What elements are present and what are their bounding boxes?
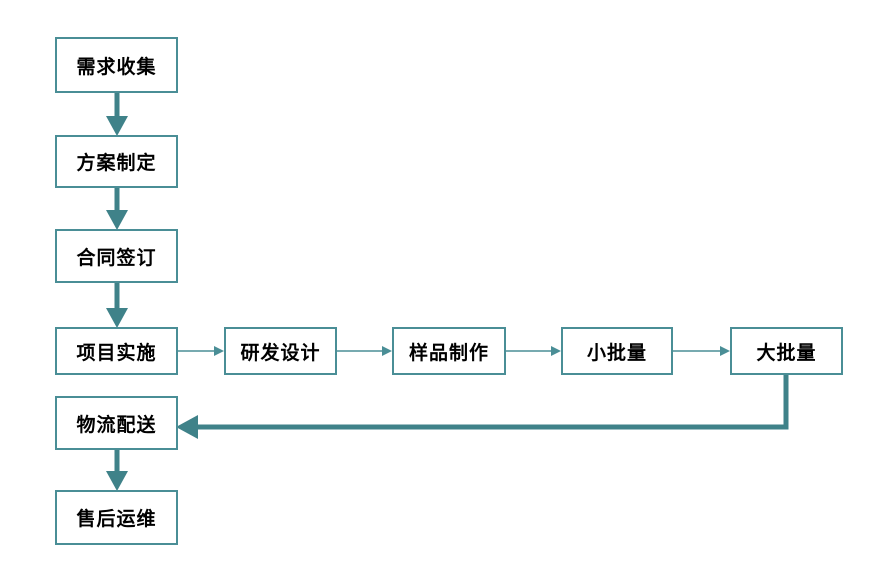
node-label: 小批量 — [586, 342, 647, 364]
node-requirements-gathering[interactable]: 需求收集 — [55, 37, 178, 93]
node-contract-signing[interactable]: 合同签订 — [55, 229, 178, 283]
edge-implementation-to-rnd — [178, 346, 224, 356]
edge-contract-to-implementation — [106, 283, 128, 328]
node-label: 售后运维 — [76, 509, 157, 530]
node-label: 需求收集 — [76, 56, 157, 78]
edge-requirements-to-plan — [106, 93, 128, 136]
edge-rnd-to-sample — [337, 346, 392, 356]
node-label: 项目实施 — [76, 342, 157, 364]
node-small-batch[interactable]: 小批量 — [561, 327, 673, 375]
node-label: 研发设计 — [240, 342, 321, 364]
node-logistics-delivery[interactable]: 物流配送 — [55, 396, 178, 450]
node-project-implementation[interactable]: 项目实施 — [55, 327, 178, 375]
node-rnd-design[interactable]: 研发设计 — [224, 327, 337, 375]
edge-logistics-to-aftersales — [106, 450, 128, 491]
node-plan-formulation[interactable]: 方案制定 — [55, 135, 178, 188]
node-label: 合同签订 — [76, 247, 157, 269]
edge-plan-to-contract — [106, 188, 128, 230]
node-label: 物流配送 — [76, 414, 157, 436]
edge-mass-production-to-logistics — [176, 375, 789, 439]
edge-sample-to-small-batch — [506, 346, 561, 356]
node-aftersales-maintenance[interactable]: 售后运维 — [55, 490, 178, 545]
node-label: 大批量 — [756, 342, 817, 364]
node-label: 方案制定 — [76, 153, 157, 174]
edge-small-batch-to-mass-production — [673, 346, 730, 356]
node-label: 样品制作 — [408, 342, 489, 364]
node-sample-production[interactable]: 样品制作 — [392, 327, 506, 375]
node-mass-production[interactable]: 大批量 — [730, 327, 843, 375]
